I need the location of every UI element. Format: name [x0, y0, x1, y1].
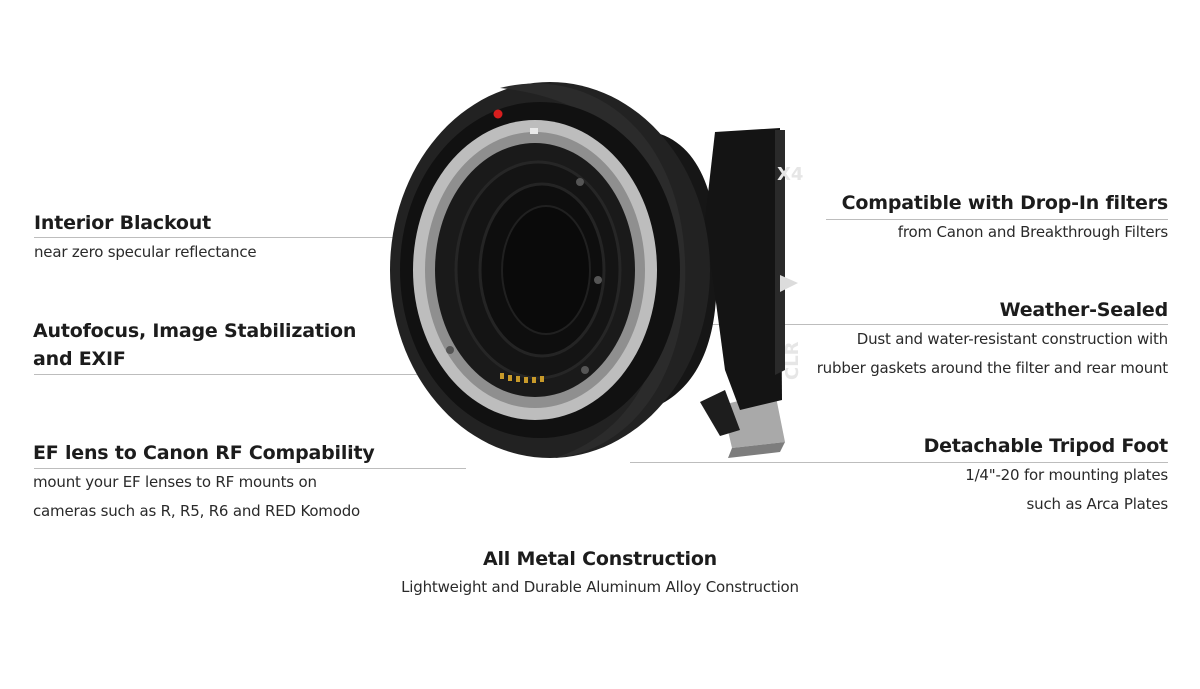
brand-mark: CLR	[782, 341, 803, 380]
callout-line-autofocus	[34, 374, 489, 375]
callout-line-ef-rf	[34, 468, 466, 469]
feature-description-line-1: 1/4"-20 for mounting plates	[965, 466, 1168, 484]
feature-weather-sealed: Weather-Sealed Dust and water-resistant …	[817, 296, 1168, 383]
callout-line-weather	[690, 324, 1168, 325]
feature-description: near zero specular reflectance	[34, 243, 257, 261]
tripod-foot-graphic	[700, 390, 785, 458]
feature-title: All Metal Construction	[482, 548, 718, 570]
feature-title: Detachable Tripod Foot	[923, 435, 1169, 457]
feature-autofocus: Autofocus, Image Stabilization and EXIF	[33, 317, 356, 373]
feature-title-line-2: and EXIF	[33, 348, 126, 370]
feature-title-line-1: Autofocus, Image Stabilization	[33, 320, 357, 342]
feature-drop-in-filters: Compatible with Drop-In filters from Can…	[841, 189, 1169, 247]
callout-line-interior	[34, 237, 489, 238]
feature-description: Lightweight and Durable Aluminum Alloy C…	[401, 578, 799, 596]
feature-description-line-1: Dust and water-resistant construction wi…	[856, 330, 1168, 348]
feature-tripod-foot: Detachable Tripod Foot 1/4"-20 for mount…	[923, 432, 1169, 519]
feature-description-line-1: mount your EF lenses to RF mounts on	[33, 473, 317, 491]
feature-description-line-2: cameras such as R, R5, R6 and RED Komodo	[33, 502, 360, 520]
feature-description-line-2: rubber gaskets around the filter and rea…	[816, 359, 1168, 377]
filter-label: X4	[777, 164, 803, 185]
feature-title: Compatible with Drop-In filters	[841, 192, 1169, 214]
lens-adapter-product-image: X4 CLR	[390, 82, 803, 458]
feature-ef-rf: EF lens to Canon RF Compability mount yo…	[33, 439, 375, 526]
front-ring-graphic	[390, 82, 710, 458]
feature-description-line-2: such as Arca Plates	[1026, 495, 1169, 513]
feature-interior-blackout: Interior Blackout near zero specular ref…	[34, 209, 257, 267]
callout-line-tripod	[630, 462, 1168, 463]
feature-title: Interior Blackout	[34, 212, 211, 234]
feature-title: Weather-Sealed	[999, 299, 1169, 321]
filter-drawer-graphic: X4 CLR	[705, 128, 803, 410]
feature-description: from Canon and Breakthrough Filters	[897, 223, 1168, 241]
feature-all-metal: All Metal Construction Lightweight and D…	[0, 545, 1200, 602]
callout-line-drop-in	[826, 219, 1168, 220]
feature-title: EF lens to Canon RF Compability	[33, 442, 375, 464]
